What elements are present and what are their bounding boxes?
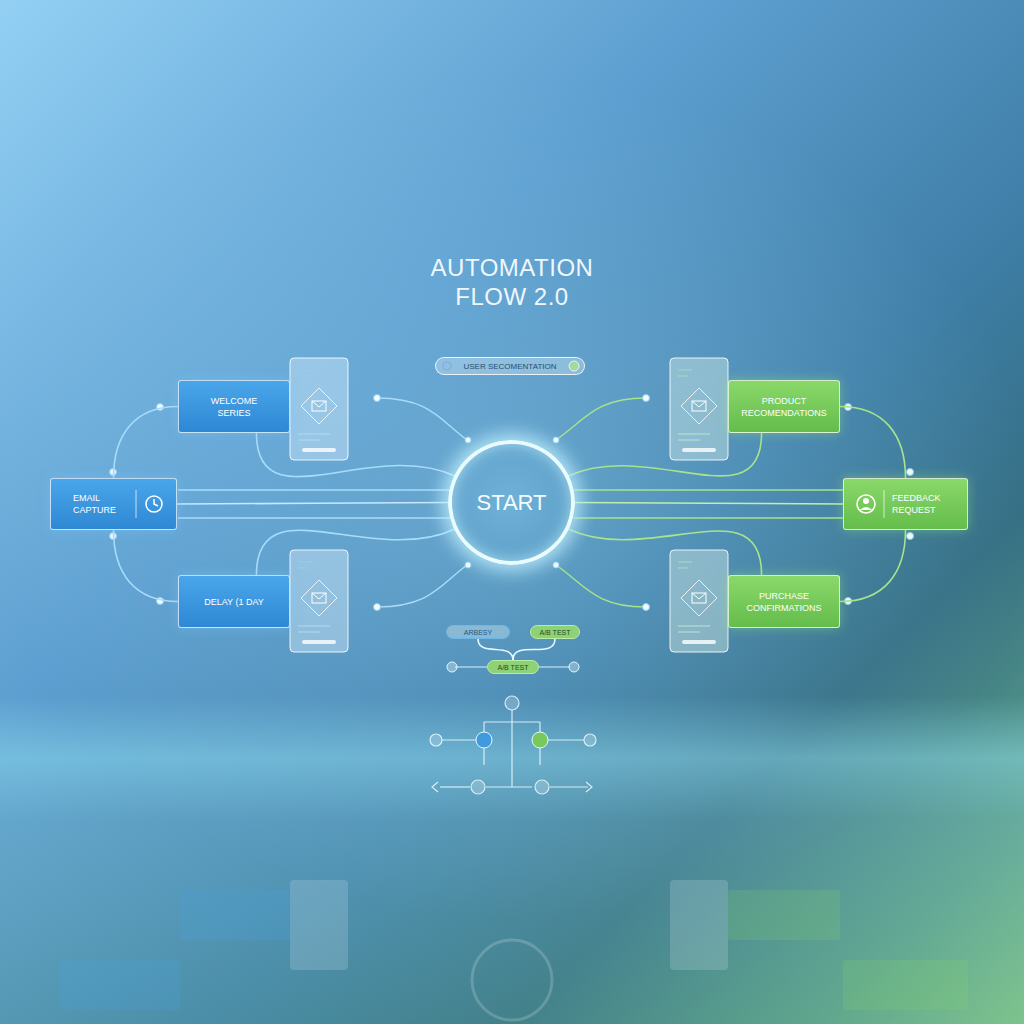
node-label: EMAIL CAPTURE <box>73 492 132 516</box>
flow-line <box>556 398 646 440</box>
phone-mockup <box>290 550 348 652</box>
node-label: USER SECOMENTATION <box>463 362 556 371</box>
diagram-title: AUTOMATION FLOW 2.0 <box>412 253 612 311</box>
branch-icon <box>532 732 548 748</box>
text-stack: START <box>476 490 546 516</box>
flow-connector <box>114 407 179 479</box>
text-stack: WELCOME SERIES <box>199 395 269 419</box>
reflection <box>60 880 968 1020</box>
node-label: PURCHASE CONFIRMATIONS <box>747 590 822 614</box>
node-label: FEEDBACK REQUEST <box>892 492 957 516</box>
flow-connector <box>568 529 761 575</box>
node-label: WELCOME SERIES <box>199 395 269 419</box>
phone-mockups <box>290 358 728 652</box>
connector-dot <box>465 437 471 443</box>
phone-mockup <box>670 358 728 460</box>
segment-pill: USER SECOMENTATION <box>435 357 585 375</box>
flow-connector <box>513 639 555 660</box>
flow-connector <box>840 530 906 602</box>
text-stack: USER SECOMENTATION <box>463 362 556 371</box>
node-label: ARBESY <box>464 629 492 636</box>
node-label: DELAY (1 DAY <box>204 596 264 608</box>
branch-tree <box>430 696 596 794</box>
process-box: FEEDBACK REQUEST <box>843 478 968 530</box>
process-box: EMAIL CAPTURE <box>50 478 177 530</box>
process-box: PURCHASE CONFIRMATIONS <box>728 575 840 628</box>
flow-connector <box>478 639 513 660</box>
flow-connector <box>574 503 843 505</box>
text-stack: A/B TEST <box>498 664 529 671</box>
connector-dot <box>907 469 914 476</box>
phone-mockup <box>670 550 728 652</box>
node-label: START <box>476 490 546 516</box>
flow-line <box>178 489 450 491</box>
text-stack: FEEDBACK REQUEST <box>892 492 957 516</box>
text-stack: ARBESY <box>464 629 492 636</box>
split-line <box>455 667 487 668</box>
node-label: A/B TEST <box>540 629 571 636</box>
connector-dot <box>643 604 650 611</box>
box-icon <box>848 484 888 524</box>
connector-dot <box>907 533 914 540</box>
flow-line <box>574 489 843 491</box>
connector-dot <box>553 437 559 443</box>
test-pill: A/B TEST <box>530 625 580 639</box>
flow-line <box>377 398 467 440</box>
process-box: PRODUCT RECOMENDATIONS <box>728 380 840 433</box>
flow-connector <box>177 503 449 505</box>
node-label: A/B TEST <box>498 664 529 671</box>
split-icon <box>447 662 457 672</box>
flow-line <box>556 565 646 607</box>
branch-icon <box>476 732 492 748</box>
test-pill: A/B TEST <box>487 660 539 674</box>
flow-line <box>377 565 467 607</box>
text-stack: DELAY (1 DAY <box>204 596 264 608</box>
flow-connector <box>840 407 906 479</box>
split-line <box>539 667 570 668</box>
flow-connector <box>568 433 761 476</box>
process-box: DELAY (1 DAY <box>178 575 290 628</box>
text-stack: PURCHASE CONFIRMATIONS <box>747 590 822 614</box>
phone-mockup <box>290 358 348 460</box>
connector-dot <box>465 562 471 568</box>
node-label: PRODUCT RECOMENDATIONS <box>741 395 826 419</box>
flow-line <box>574 517 843 519</box>
start-circle: START <box>448 440 575 565</box>
connector-dot <box>643 395 650 402</box>
text-stack: PRODUCT RECOMENDATIONS <box>741 395 826 419</box>
text-stack: EMAIL CAPTURE <box>73 492 132 516</box>
connector-dot <box>553 562 559 568</box>
connector-dot <box>374 604 381 611</box>
flow-connector <box>256 529 454 575</box>
text-stack: A/B TEST <box>540 629 571 636</box>
test-pill: ARBESY <box>446 625 510 639</box>
flow-line <box>178 517 450 519</box>
flow-connector <box>256 433 454 477</box>
box-icon <box>132 484 172 524</box>
split-icon <box>569 662 579 672</box>
flow-connector <box>114 530 179 602</box>
connector-dot <box>374 395 381 402</box>
process-box: WELCOME SERIES <box>178 380 290 433</box>
